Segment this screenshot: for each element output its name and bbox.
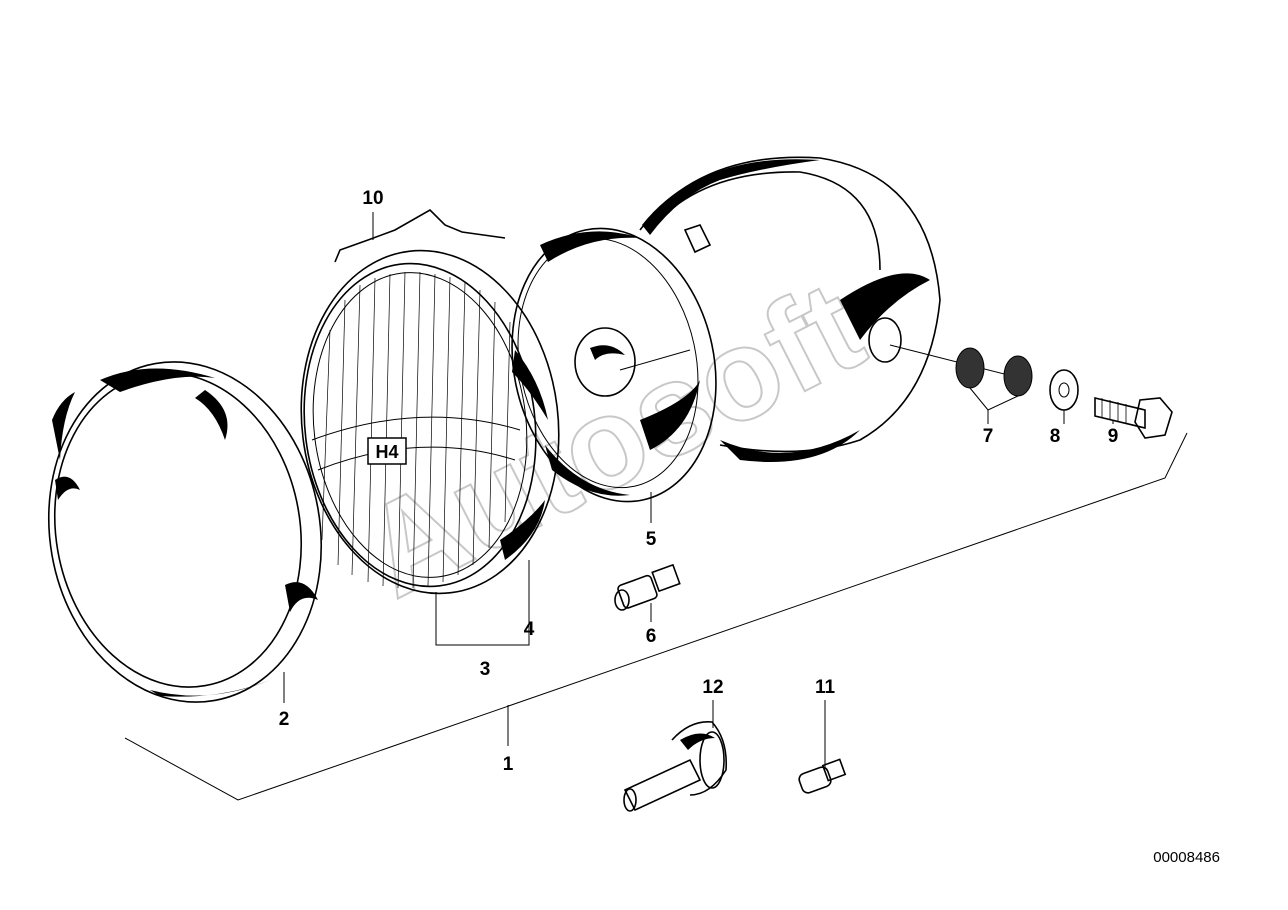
trim-ring: [47, 361, 323, 703]
label-part-12: 12: [702, 677, 723, 698]
h4-bulb: [623, 700, 728, 812]
mounting-ring: [511, 224, 717, 523]
label-part-1: 1: [503, 754, 514, 775]
label-part-6: 6: [646, 626, 657, 647]
bulb-socket: [614, 563, 681, 622]
assembly-bracket: [124, 432, 1188, 801]
label-part-2: 2: [279, 709, 290, 730]
label-part-4: 4: [524, 619, 535, 640]
label-part-5: 5: [646, 529, 657, 550]
watermark: Autosoft: [341, 252, 883, 625]
parking-bulb: [798, 700, 847, 794]
label-part-11: 11: [815, 677, 836, 698]
lamp-marking-h4: H4: [375, 442, 398, 462]
mounting-bolt: [1094, 396, 1173, 439]
washer-set: [955, 347, 1079, 424]
headlight-housing: [639, 156, 1021, 462]
label-part-10: 10: [362, 188, 383, 209]
label-part-7: 7: [983, 426, 994, 447]
label-part-8: 8: [1050, 426, 1061, 447]
retaining-clip: [334, 209, 506, 263]
reference-code: 00008486: [1153, 849, 1220, 866]
label-part-9: 9: [1108, 426, 1119, 447]
label-part-3: 3: [480, 659, 491, 680]
headlamp-lens-insert: H4: [300, 249, 560, 646]
